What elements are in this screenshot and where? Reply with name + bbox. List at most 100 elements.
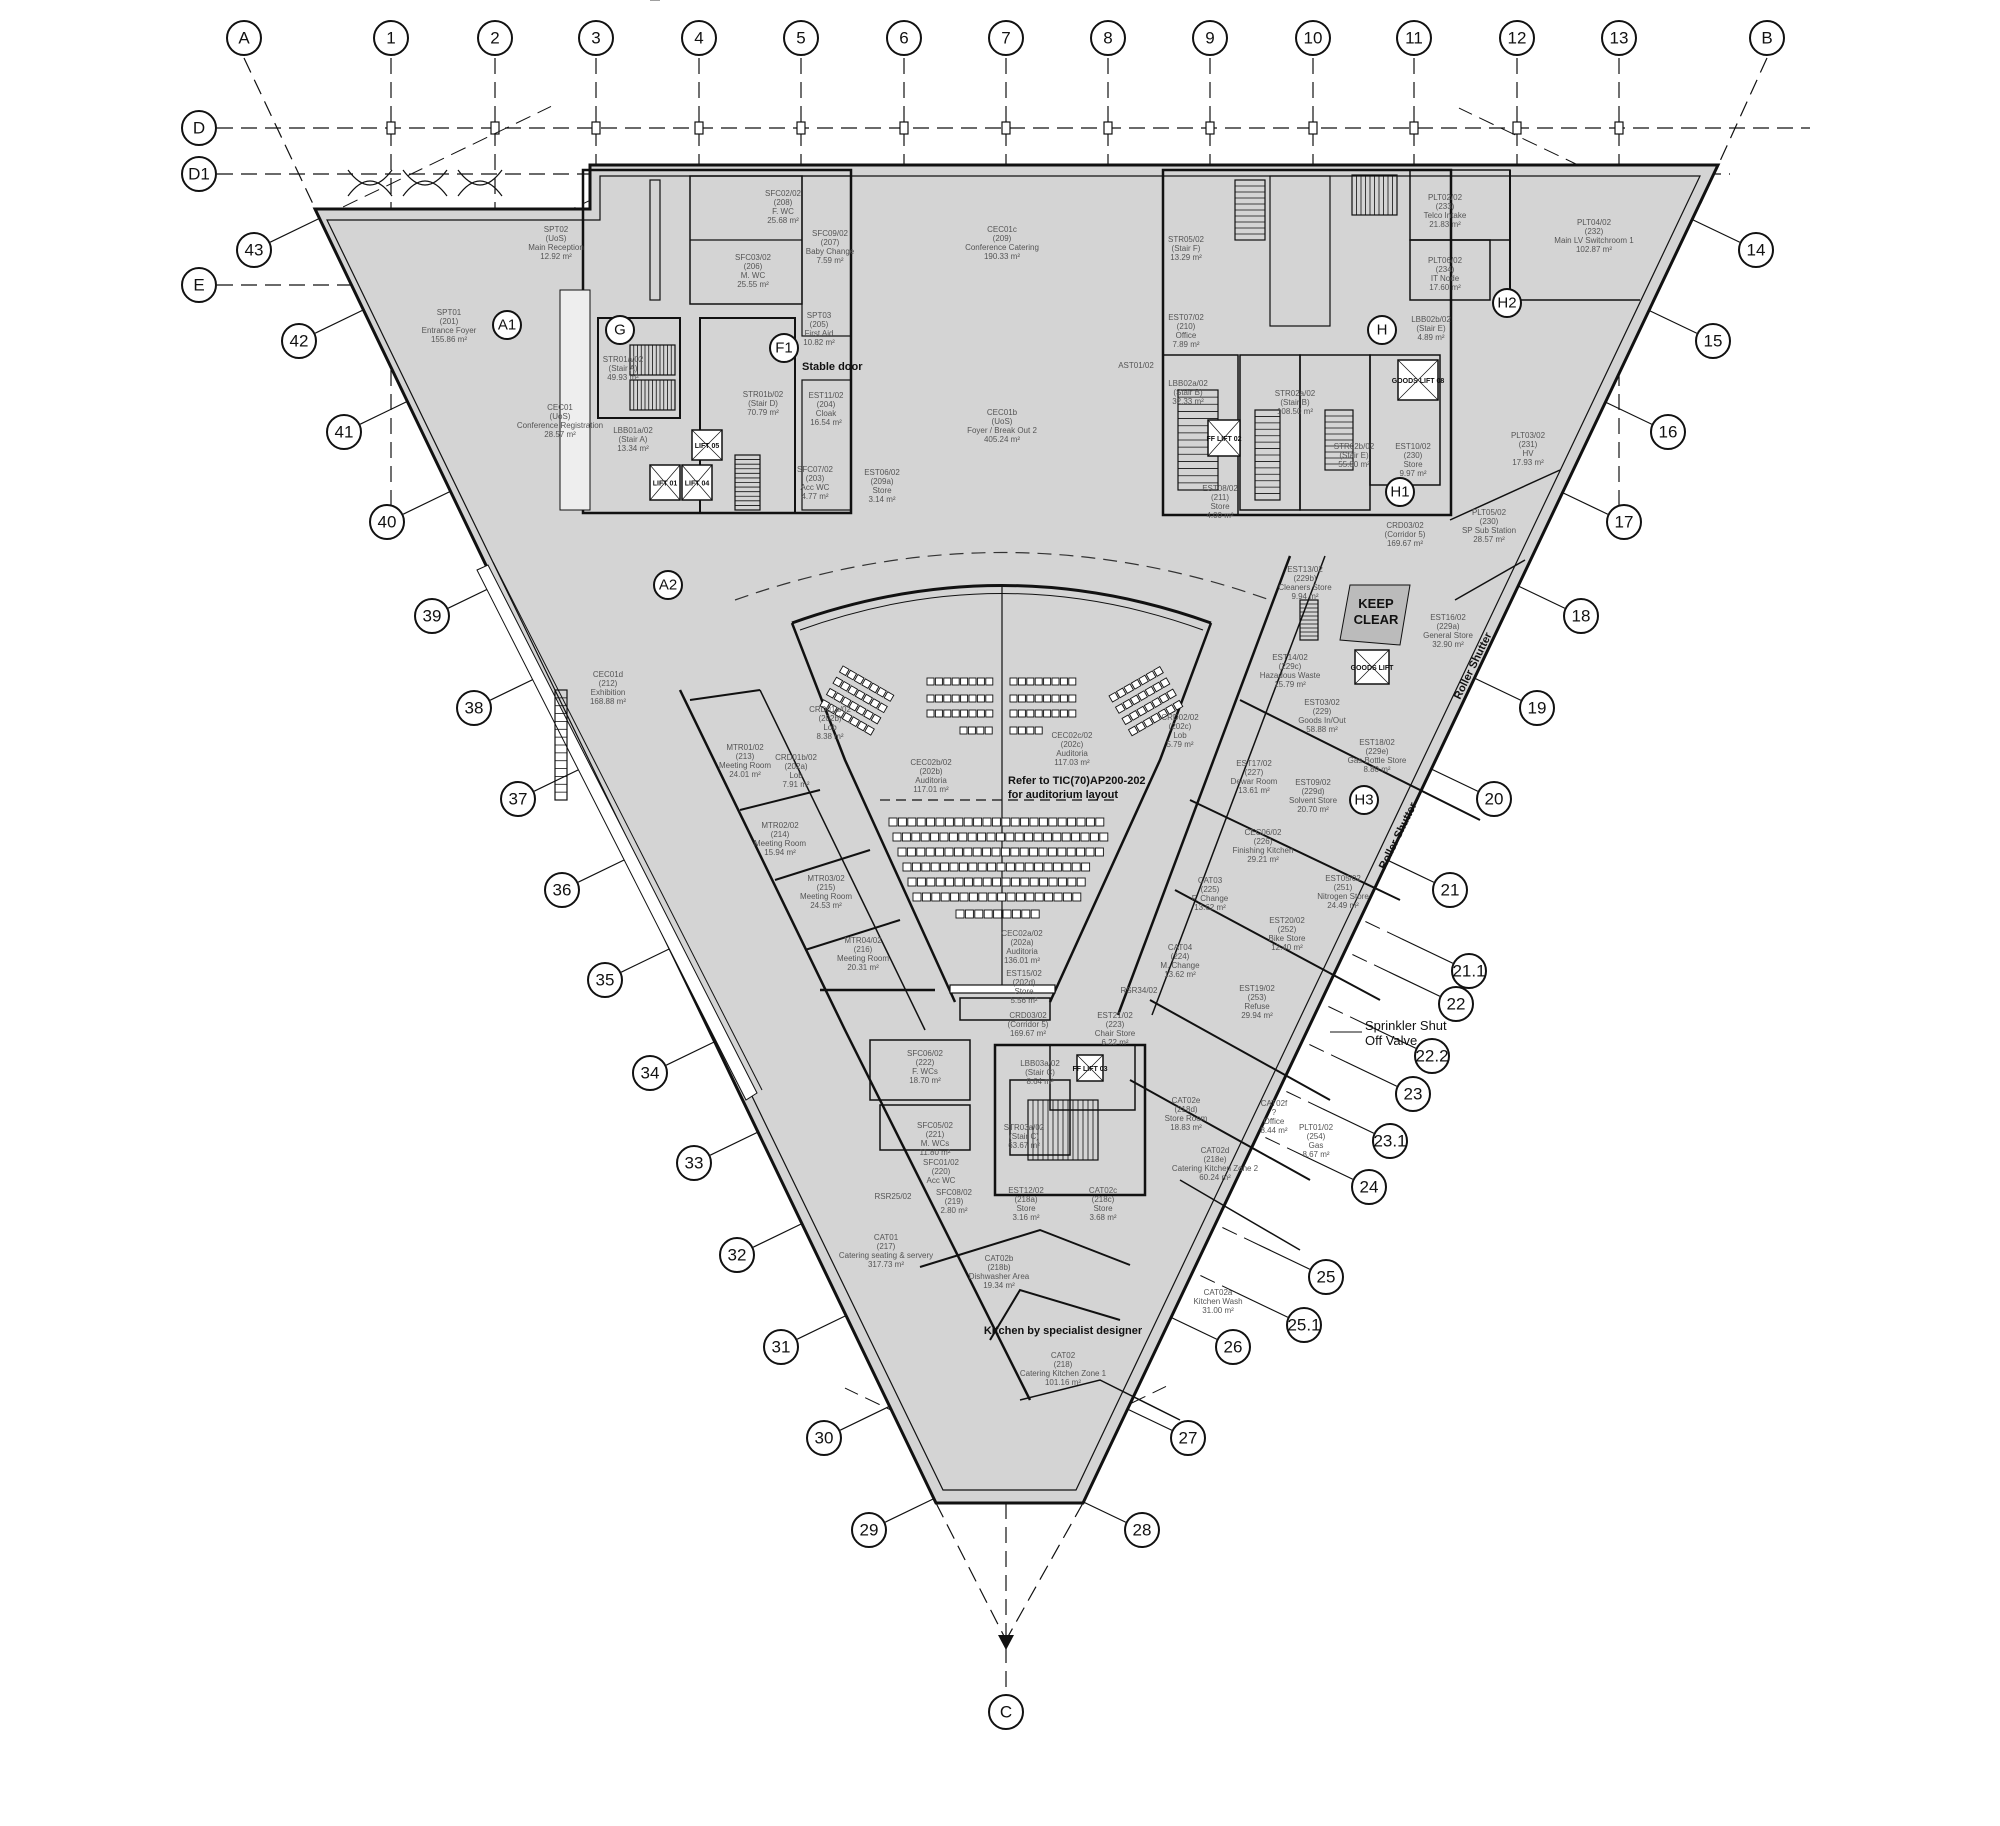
auditorium-seat xyxy=(855,705,867,716)
grid-bubble-2: 2 xyxy=(477,20,513,56)
lift: GOODS LIFT xyxy=(1351,649,1394,685)
auditorium-seat xyxy=(954,817,964,827)
lift-label: FF LIFT 03 xyxy=(1073,1066,1108,1073)
room-name: First Aid xyxy=(805,329,834,338)
room-name: Store xyxy=(1210,502,1230,511)
room-code: CAT02c xyxy=(1089,1186,1117,1195)
grid-bubble-circle xyxy=(988,20,1024,56)
lift: GOODS LIFT 08 xyxy=(1392,359,1444,401)
auditorium-seat xyxy=(1122,698,1134,710)
grid-bubble-23: 23 xyxy=(1395,1076,1431,1112)
grid-bubble-label: 40 xyxy=(378,513,397,532)
room-area: 117.01 m² xyxy=(913,785,949,794)
auditorium-seat xyxy=(944,847,954,857)
auditorium-seat xyxy=(926,694,935,703)
grid-bubble-label: 10 xyxy=(1304,29,1323,48)
room-number: (208) xyxy=(774,198,793,207)
room-code: CRD01a/02 xyxy=(809,705,851,714)
room-number: (229a) xyxy=(1436,622,1459,631)
auditorium-seat xyxy=(1014,832,1024,842)
room-area: 16.54 m² xyxy=(810,418,842,427)
wall xyxy=(1151,555,1326,1016)
room-code: CAT02e xyxy=(1172,1096,1201,1105)
room-name: Kitchen Wash xyxy=(1193,1297,1242,1306)
room-area: 13.62 m² xyxy=(1194,903,1226,912)
lift-x xyxy=(1076,1054,1104,1082)
auditorium-seat xyxy=(897,847,907,857)
auditorium-seat xyxy=(839,680,851,692)
grid-bubble-circle xyxy=(1286,1307,1322,1343)
grid-bubble-label: 35 xyxy=(596,971,615,990)
auditorium-seat xyxy=(935,877,945,887)
grid-bubble-13: 13 xyxy=(1601,20,1637,56)
grid-bubble-34: 34 xyxy=(632,1055,668,1091)
room-code: CAT03 xyxy=(1198,876,1223,885)
room-code: EST03/02 xyxy=(1304,698,1340,707)
grid-marker-A1: A1 xyxy=(492,310,522,340)
room-area: 101.16 m² xyxy=(1045,1378,1081,1387)
auditorium-seat xyxy=(1127,725,1139,737)
wall xyxy=(1239,699,1481,821)
room-code: EST14/02 xyxy=(1272,653,1308,662)
auditorium-seat xyxy=(968,677,977,686)
auditorium-seat xyxy=(940,862,950,872)
auditorium-seat xyxy=(921,892,931,902)
grid-bubble-label: 19 xyxy=(1528,699,1547,718)
grid-bubble-label: D xyxy=(193,119,205,138)
auditorium-seat xyxy=(1071,862,1081,872)
auditorium-seat xyxy=(916,877,926,887)
stage-stair xyxy=(959,997,1051,1021)
wall xyxy=(989,1288,1121,1341)
room-area: 9.94 m² xyxy=(1291,592,1318,601)
grid-bubble-label: 3 xyxy=(591,29,600,48)
grid-bubble-circle xyxy=(456,690,492,726)
auditorium-seat xyxy=(1121,714,1133,726)
room-name: Store xyxy=(1016,1204,1036,1213)
grid-bubble-label: 43 xyxy=(245,241,264,260)
room-area: 7.89 m² xyxy=(1172,340,1199,349)
room-name: Dewar Room xyxy=(1231,777,1278,786)
grid-bubble-circle xyxy=(414,598,450,634)
auditorium-seat xyxy=(967,832,977,842)
room-name: Foyer / Break Out 2 xyxy=(967,426,1037,435)
auditorium-seat xyxy=(1057,817,1067,827)
auditorium-seat xyxy=(819,699,831,710)
grid-bubble-circle xyxy=(988,1694,1024,1730)
wall xyxy=(804,919,901,951)
grid-bubble-circle xyxy=(1476,781,1512,817)
grid-bubble-circle xyxy=(1295,20,1331,56)
lift-label: LIFT 01 xyxy=(653,481,678,488)
grid-leader xyxy=(1165,1314,1218,1340)
wall xyxy=(790,622,957,1003)
grid-bubble-label: A xyxy=(238,29,250,48)
auditorium-seat xyxy=(1002,909,1012,919)
auditorium-seat xyxy=(1043,709,1052,718)
grid-bubble-circle xyxy=(851,1512,887,1548)
room-number: (218d) xyxy=(1174,1105,1197,1114)
auditorium-seat xyxy=(1080,832,1090,842)
room-code: SFC03/02 xyxy=(735,253,772,262)
room-number: (202c) xyxy=(1169,722,1192,731)
auditorium-seat xyxy=(911,862,921,872)
room-number: (UoS) xyxy=(546,234,567,243)
room-number: (202a) xyxy=(1010,938,1033,947)
room-name: Conference Registration xyxy=(517,421,603,430)
room-number: (Stair E) xyxy=(1339,451,1369,460)
room-area: 31.00 m² xyxy=(1202,1306,1234,1315)
auditorium-seat xyxy=(1005,832,1015,842)
grid-marker-G: G xyxy=(605,315,635,345)
lift: LIFT 01 xyxy=(649,464,681,501)
auditorium-seat xyxy=(1000,847,1010,857)
auditorium-seat xyxy=(951,694,960,703)
room-area: 20.70 m² xyxy=(1297,805,1329,814)
auditorium-seat xyxy=(1136,705,1148,717)
grid-leader xyxy=(1258,1244,1311,1270)
